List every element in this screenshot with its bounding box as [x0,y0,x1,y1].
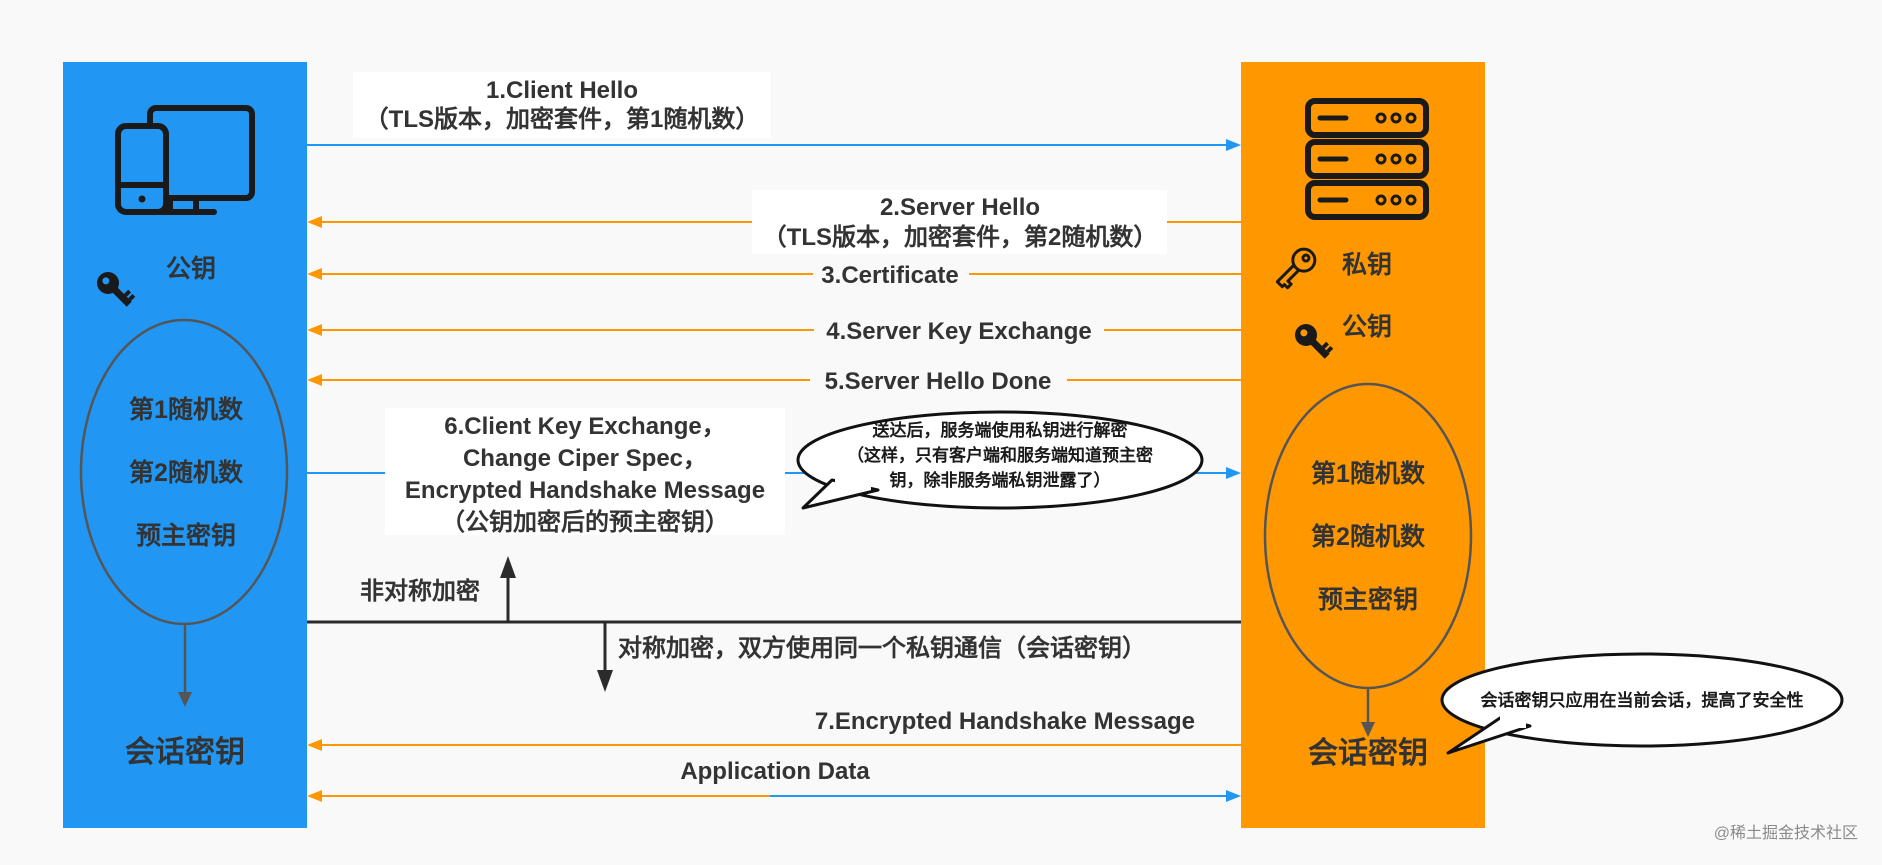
client-oval-line: 第1随机数 [129,395,244,424]
certificate-label-bg [813,260,969,288]
client-hello-title: 1.Client Hello [486,77,638,104]
server-hello-arrowhead [307,216,322,228]
client-key-exchange-line-2: Change Ciper Spec， [463,445,707,472]
asymmetric-encryption-label: 非对称加密 [360,577,480,605]
application-data-arrowhead-left [307,790,322,802]
client-key-exchange-arrowhead [1226,467,1241,479]
server-hello-done-label: 5.Server Hello Done [825,368,1052,395]
decrypt-bubble-line-2: （这样，只有客户端和服务端知道预主密 [847,445,1153,465]
encrypted-handshake-label: 7.Encrypted Handshake Message [815,708,1195,735]
server-key-exchange-arrowhead [307,324,322,336]
encrypted-handshake-arrowhead [307,739,322,751]
session-speech-bubble: 会话密钥只应用在当前会话，提高了安全性 [1440,652,1844,755]
server-hello-done-arrowhead [307,374,322,386]
client-panel [63,62,307,828]
computer-phone-icon [115,105,255,215]
client-key-exchange-line-3: Encrypted Handshake Message [405,477,765,504]
client-hello-arrowhead [1226,139,1241,151]
server-oval-line: 第2随机数 [1311,522,1426,551]
server-session-key-label: 会话密钥 [1308,736,1428,770]
client-key-exchange-label-bg [385,408,785,535]
client-public-key-label: 公钥 [166,255,216,283]
client-oval-line: 第2随机数 [129,458,244,487]
key-outline-icon [1275,247,1317,290]
server-secrets-oval [1263,382,1473,690]
server-derive-arrowhead [1361,722,1375,737]
server-hello-detail: （TLS版本，加密套件，第2随机数） [763,223,1158,251]
client-hello-label-bg [353,72,771,138]
server-oval-line: 第1随机数 [1311,459,1426,488]
client-derive-arrowhead [178,692,192,707]
server-rack-icon [1305,98,1429,220]
key-icon [97,272,136,307]
client-session-key-label: 会话密钥 [125,735,245,769]
server-key-exchange-label-bg [814,316,1104,344]
server-oval-line: 预主密钥 [1318,585,1418,614]
decrypt-bubble-line-3: 钥，除非服务端私钥泄露了） [890,470,1111,490]
session-bubble-text: 会话密钥只应用在当前会话，提高了安全性 [1481,690,1804,710]
asymmetric-up-arrowhead [500,556,516,578]
client-key-exchange-line-4: （公钥加密后的预主密钥） [441,508,729,536]
client-oval-line: 预主密钥 [136,521,236,550]
server-hello-done-label-bg [810,366,1067,394]
decrypt-bubble-line-1: 送达后，服务端使用私钥进行解密 [873,420,1128,440]
decrypt-speech-bubble: 送达后，服务端使用私钥进行解密 （这样，只有客户端和服务端知道预主密 钥，除非服… [796,410,1204,510]
application-data-label: Application Data [680,758,870,785]
certificate-label: 3.Certificate [821,262,958,289]
client-key-exchange-line-1: 6.Client Key Exchange， [444,413,725,440]
symmetric-down-arrowhead [597,670,613,692]
certificate-arrowhead [307,268,322,280]
watermark: @稀土掘金技术社区 [1714,824,1858,842]
server-private-key-label: 私钥 [1342,251,1392,279]
symmetric-encryption-label: 对称加密，双方使用同一个私钥通信（会话密钥） [618,634,1146,662]
server-key-exchange-label: 4.Server Key Exchange [826,318,1092,345]
application-data-arrowhead-right [1226,790,1241,802]
client-hello-detail: （TLS版本，加密套件，第1随机数） [365,105,760,133]
server-public-key-label: 公钥 [1342,313,1392,341]
server-hello-label-bg [752,190,1167,254]
key-icon [1295,324,1334,359]
server-hello-title: 2.Server Hello [880,194,1040,221]
